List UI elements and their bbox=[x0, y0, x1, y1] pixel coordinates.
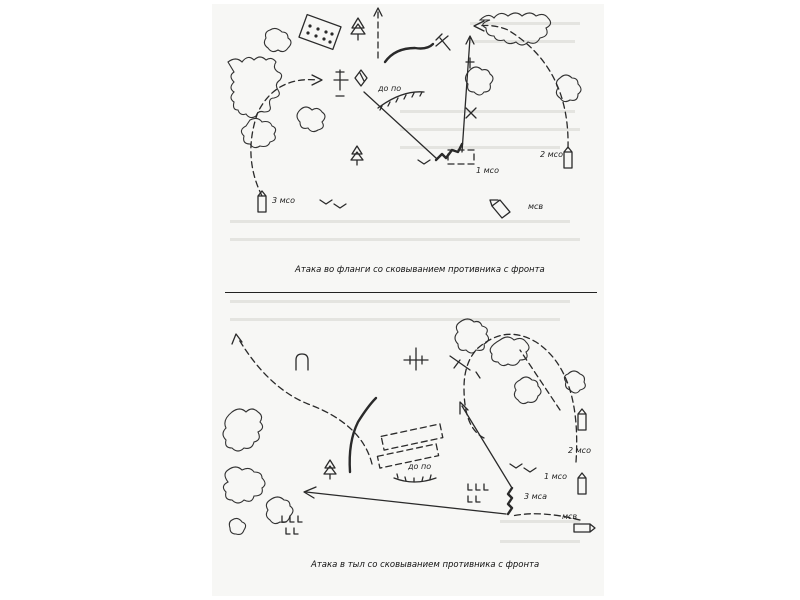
tree-symbol bbox=[350, 145, 364, 166]
bottom-caption: Атака в тыл со сковыванием противника с … bbox=[311, 560, 540, 570]
enveloping-route bbox=[519, 349, 561, 411]
enemy-gun-symbol bbox=[449, 355, 481, 379]
arrow-head bbox=[465, 35, 475, 45]
obstacle-symbol bbox=[467, 483, 489, 503]
building-symbol bbox=[295, 353, 309, 371]
forest-area bbox=[222, 408, 264, 452]
forest-area bbox=[478, 12, 552, 46]
ghost-text-line bbox=[400, 110, 575, 113]
forest-area bbox=[222, 466, 266, 504]
top-label-mso2: 2 мсо bbox=[540, 150, 563, 159]
vehicle-symbol bbox=[573, 523, 596, 533]
enemy-gun-symbol bbox=[435, 33, 451, 51]
squad-symbol bbox=[509, 463, 537, 473]
attack-axis bbox=[461, 37, 471, 153]
tree-symbol bbox=[350, 17, 366, 41]
enemy-defence-area bbox=[380, 423, 444, 451]
forest-area bbox=[240, 117, 277, 149]
enemy-position-symbol bbox=[354, 69, 368, 87]
forest-area bbox=[563, 370, 586, 394]
enemy-defence-area bbox=[376, 443, 440, 469]
attack-axis bbox=[461, 405, 513, 489]
front-route bbox=[511, 513, 581, 521]
ghost-text-line bbox=[470, 40, 575, 43]
bottom-label-mso2: 2 мсо bbox=[568, 446, 591, 455]
forest-area bbox=[296, 106, 326, 133]
forest-area bbox=[454, 318, 490, 354]
forest-area bbox=[464, 66, 494, 96]
bottom-label-mso1: 1 мсо bbox=[544, 472, 567, 481]
top-label-do-po: до по bbox=[378, 84, 402, 93]
arrow-head bbox=[473, 20, 485, 32]
squad-symbol bbox=[417, 159, 431, 165]
ghost-text-line bbox=[400, 146, 560, 149]
bottom-label-msb: мсв bbox=[562, 512, 578, 521]
section-divider bbox=[225, 292, 597, 293]
forest-area bbox=[513, 376, 542, 405]
enemy-gun-symbol bbox=[333, 69, 349, 97]
tree-symbol bbox=[323, 459, 337, 480]
ghost-text-line bbox=[400, 128, 580, 131]
enemy-position-symbol bbox=[465, 57, 475, 69]
vehicle-symbol bbox=[577, 408, 587, 431]
vehicle-symbol bbox=[577, 472, 587, 495]
enemy-trench-ticks bbox=[396, 473, 432, 483]
squad-symbol bbox=[319, 199, 347, 209]
forest-area bbox=[265, 496, 294, 525]
arrow-head bbox=[459, 401, 469, 415]
top-label-mso3: 3 мсо bbox=[272, 196, 295, 205]
ghost-text-line bbox=[230, 300, 570, 303]
attack-axis bbox=[305, 491, 507, 515]
arrow-head bbox=[231, 333, 243, 345]
rear-route bbox=[237, 337, 373, 465]
enemy-strongpoint bbox=[434, 142, 464, 162]
arrow-head bbox=[373, 7, 383, 17]
ghost-text-line bbox=[500, 540, 580, 543]
arrow-head bbox=[303, 486, 317, 499]
forest-area bbox=[489, 336, 530, 367]
enemy-position-symbol bbox=[465, 107, 477, 119]
enemy-front-line bbox=[348, 396, 378, 474]
enemy-defence-area bbox=[447, 149, 475, 165]
left-flank-route bbox=[250, 78, 319, 197]
ghost-text-line bbox=[500, 520, 580, 523]
obstacle-symbol bbox=[281, 515, 303, 535]
bottom-label-do-po: до по bbox=[408, 462, 432, 471]
arrow-head bbox=[311, 74, 323, 86]
vehicle-symbol bbox=[489, 199, 511, 219]
enemy-trench bbox=[377, 91, 425, 109]
top-label-msb: мсв bbox=[528, 202, 544, 211]
enemy-gun-symbol bbox=[403, 347, 429, 371]
position-grid-symbol bbox=[298, 13, 342, 51]
bottom-label-mso3: 3 мса bbox=[524, 492, 547, 501]
ghost-text-line bbox=[230, 238, 580, 241]
ghost-text-line bbox=[230, 220, 570, 223]
right-rear-route bbox=[463, 333, 578, 463]
top-caption: Атака во фланги со сковыванием противник… bbox=[295, 265, 545, 275]
forest-area bbox=[555, 74, 582, 103]
enemy-front-line bbox=[383, 42, 435, 64]
forest-area bbox=[227, 56, 283, 119]
vehicle-symbol bbox=[257, 190, 267, 213]
top-label-mso1: 1 мсо bbox=[476, 166, 499, 175]
vehicle-symbol bbox=[563, 146, 573, 169]
forest-area bbox=[228, 517, 247, 536]
ghost-text-line bbox=[230, 318, 560, 321]
enemy-strongpoint bbox=[506, 486, 514, 516]
ghost-text-line bbox=[470, 22, 580, 25]
forest-area bbox=[263, 27, 292, 53]
right-flank-route bbox=[477, 24, 569, 149]
attack-axis bbox=[363, 91, 437, 159]
